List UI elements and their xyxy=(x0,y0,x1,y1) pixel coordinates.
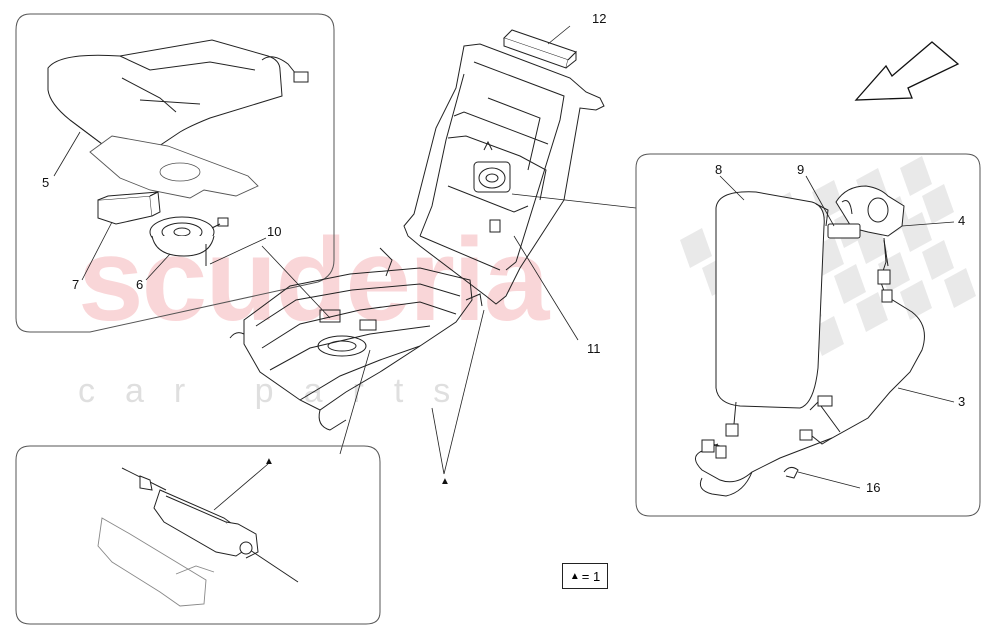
legend-text: = 1 xyxy=(581,568,601,584)
direction-arrow-icon xyxy=(854,41,960,101)
seat-cushion xyxy=(47,39,283,156)
speaker xyxy=(149,216,229,257)
callout-10: 10 xyxy=(267,224,282,239)
backrest-pad xyxy=(715,191,825,409)
callout-3: 3 xyxy=(958,394,966,409)
seat-base-frame xyxy=(229,247,483,431)
callout-12: 12 xyxy=(592,11,607,26)
side-module xyxy=(827,185,905,239)
leader-lines-top-left xyxy=(53,131,331,319)
backrest-frame xyxy=(403,43,605,305)
actuator-motor xyxy=(121,467,299,583)
callout-16: 16 xyxy=(866,480,881,495)
control-module xyxy=(97,191,161,225)
watermark-subtitle: car parts xyxy=(78,372,481,410)
legend-box: ▲ = 1 xyxy=(562,563,608,589)
legend-triangle-icon: ▲ xyxy=(569,570,580,582)
callout-5: 5 xyxy=(42,175,50,190)
assembly-marker-actuator: ▲ xyxy=(264,456,274,467)
callout-8: 8 xyxy=(715,162,723,177)
wiring-harness xyxy=(695,237,925,497)
callout-11: 11 xyxy=(587,341,601,356)
callout-7: 7 xyxy=(72,277,80,292)
callout-9: 9 xyxy=(797,162,805,177)
actuator-bracket xyxy=(97,517,207,607)
headrest-pad xyxy=(503,29,577,69)
leader-lines-center xyxy=(339,25,637,475)
leader-lines-right xyxy=(719,175,955,489)
callout-4: 4 xyxy=(958,213,966,228)
clip xyxy=(783,466,799,479)
cushion-cable xyxy=(261,56,309,83)
backrest-speaker xyxy=(473,140,511,233)
callout-6: 6 xyxy=(136,277,144,292)
leader-line-actuator xyxy=(213,463,269,511)
detail-panel-right xyxy=(635,153,981,517)
mounting-plate xyxy=(89,135,259,199)
detail-panel-bottom-left xyxy=(15,445,381,625)
assembly-marker-frame: ▲ xyxy=(440,476,450,487)
detail-panel-top-left xyxy=(15,13,335,333)
